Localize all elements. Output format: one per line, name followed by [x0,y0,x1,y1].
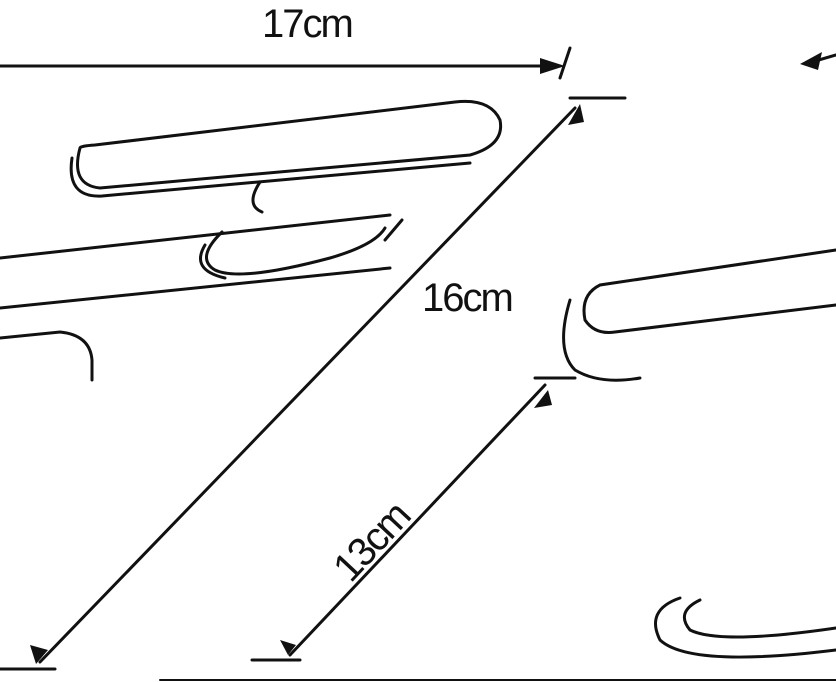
right-faucet [159,248,836,681]
spout [0,213,392,382]
handle [69,99,503,280]
width-label: 17cm [262,2,354,46]
depth-label: 16cm [422,276,514,320]
width-dimension-line [0,46,836,80]
depth-dimension-line [0,96,627,671]
height-dimension-line [250,376,577,662]
